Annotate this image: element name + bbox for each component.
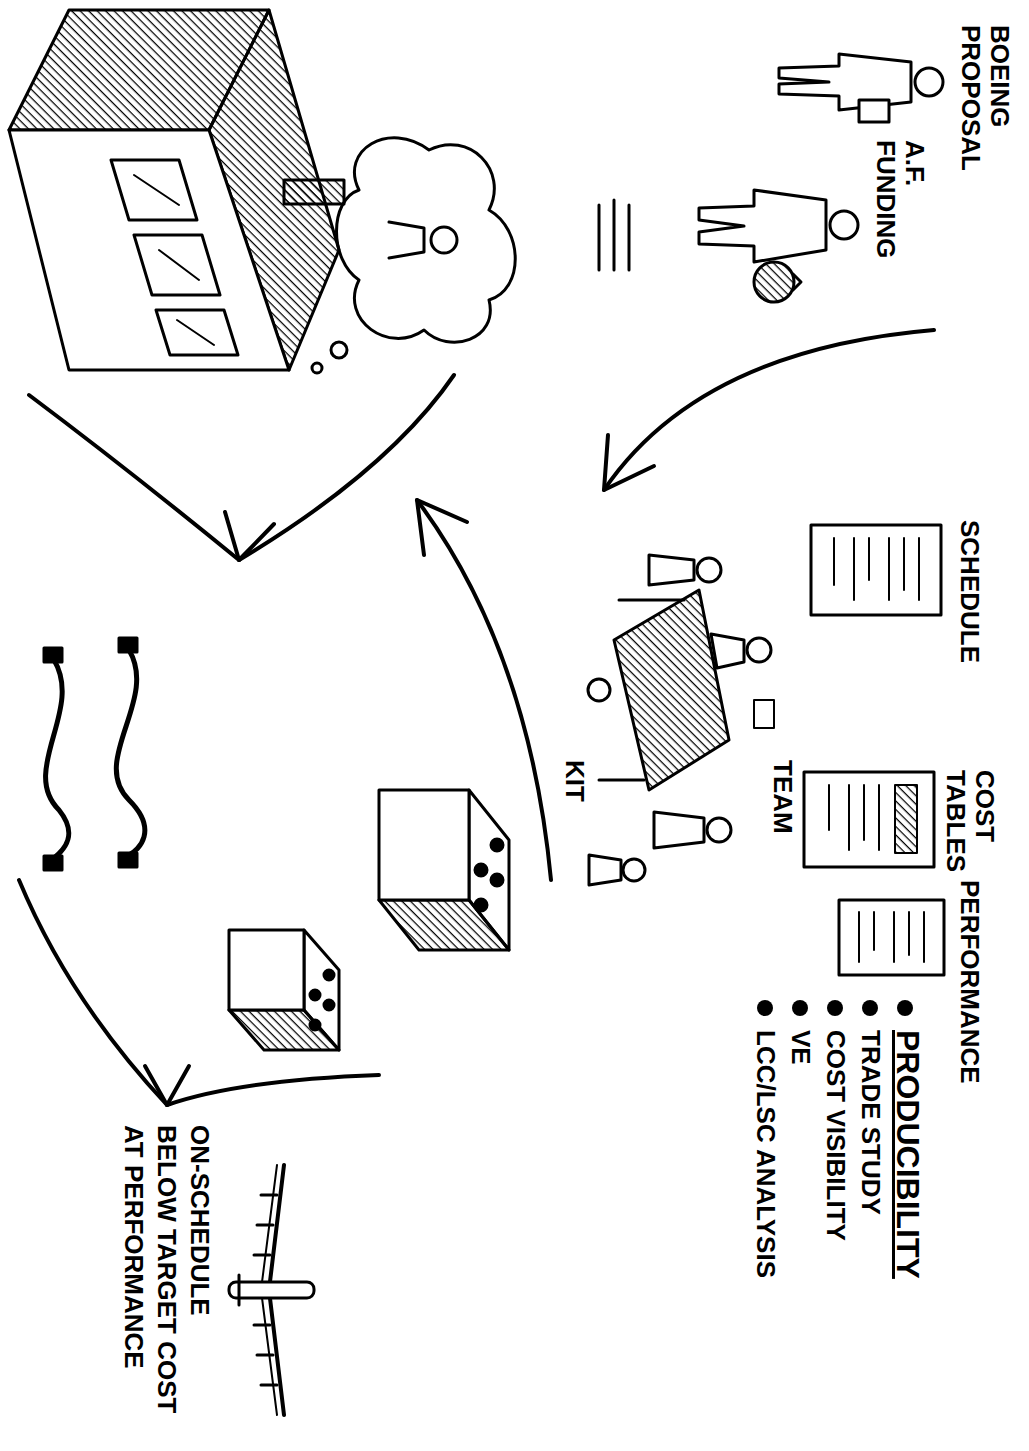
- cabinet-side: [9, 10, 269, 130]
- bullet: [862, 1000, 878, 1016]
- list-item: TRADE STUDY: [856, 1030, 885, 1215]
- team-member-body: [654, 812, 704, 848]
- cable: [46, 660, 69, 858]
- bullet: [792, 1000, 808, 1016]
- performance-document: [839, 900, 944, 975]
- team-member-body: [589, 855, 621, 885]
- person-head: [915, 68, 943, 96]
- held-paper: [754, 700, 774, 728]
- speed-line: [628, 205, 631, 270]
- document-label: COST TABLES: [942, 770, 999, 872]
- person-head: [830, 211, 858, 239]
- list-item: VE: [786, 1030, 815, 1065]
- person-body: [779, 54, 911, 110]
- cabinet-screen: [134, 235, 220, 295]
- stage-label: A.F. FUNDING: [872, 140, 929, 258]
- team-table: [614, 590, 729, 790]
- cabinet-front: [9, 130, 289, 370]
- document-label: SCHEDULE: [955, 520, 984, 663]
- kit-box-side: [379, 900, 509, 950]
- designer-body: [389, 222, 424, 258]
- document-lines: [834, 538, 919, 600]
- connector-dot: [491, 874, 503, 886]
- team-member-head: [747, 638, 771, 662]
- arrow-head: [225, 512, 274, 560]
- kit-box-front: [229, 930, 304, 1010]
- designer-head: [431, 227, 457, 253]
- team-member-body: [649, 555, 694, 585]
- outcome-text: ON-SCHEDULE: [185, 1125, 214, 1316]
- connector-dot: [491, 839, 503, 851]
- aircraft-fuselage: [229, 1282, 314, 1298]
- aircraft-tail: [238, 1275, 241, 1305]
- cable-plug: [44, 648, 62, 662]
- schedule-document: [811, 525, 941, 615]
- arrow-head: [145, 1066, 189, 1105]
- flow-arrow: [604, 330, 934, 490]
- stage-label: BOEING PROPOSAL: [957, 25, 1014, 171]
- connector-dot: [324, 1000, 334, 1010]
- outcome-text: AT PERFORMANCE: [119, 1125, 148, 1369]
- cable-plug: [119, 853, 137, 867]
- outcome-text: BELOW TARGET COST: [152, 1125, 181, 1413]
- team-member-body: [711, 634, 744, 668]
- document-lines: [859, 912, 924, 962]
- list-item: COST VISIBILITY: [821, 1030, 850, 1241]
- list-heading: PRODUCIBILITY: [890, 1030, 925, 1279]
- thought-bubble: [312, 363, 322, 373]
- table-leg: [599, 600, 684, 780]
- speed-line: [613, 200, 616, 270]
- connector-dot: [310, 990, 320, 1000]
- flow-arrow: [19, 880, 167, 1105]
- arrow-head: [604, 435, 654, 490]
- connector-dot: [475, 864, 487, 876]
- cabinet-screen: [111, 160, 197, 220]
- kit-box-side: [229, 1010, 339, 1050]
- money-bag: [754, 262, 794, 302]
- bullet: [827, 1000, 843, 1016]
- cable-plug: [44, 856, 62, 870]
- proposal-paper: [859, 100, 889, 122]
- connector-dot: [324, 970, 334, 980]
- flow-arrow: [167, 1075, 379, 1105]
- arrow-head: [417, 500, 467, 555]
- document-lines: [829, 785, 879, 850]
- bullet: [897, 1000, 913, 1016]
- stage-label: KIT: [560, 760, 589, 802]
- cable-plug: [119, 638, 137, 652]
- list-item: LCC/LSC ANALYSIS: [751, 1030, 780, 1278]
- cost-table: [895, 785, 917, 853]
- document-label: PERFORMANCE: [955, 880, 984, 1084]
- cable: [116, 650, 145, 855]
- thought-bubble: [331, 342, 347, 358]
- person-body: [699, 190, 826, 262]
- flow-arrow: [29, 395, 239, 560]
- team-member-head: [588, 679, 610, 701]
- money-bag-tie: [793, 274, 801, 290]
- speed-line: [598, 205, 601, 270]
- connector-dot: [475, 899, 487, 911]
- team-member-head: [623, 859, 645, 881]
- thought-cloud: [337, 138, 516, 342]
- connector-dot: [310, 1020, 320, 1030]
- stage-label: TEAM: [768, 760, 797, 834]
- team-member-head: [707, 818, 731, 842]
- screen-glint: [134, 175, 214, 345]
- team-member-head: [697, 558, 721, 582]
- engine-pod: [254, 1195, 277, 1385]
- cost-tables-document: [804, 772, 934, 867]
- kit-box-front: [379, 790, 469, 900]
- bullet: [757, 1000, 773, 1016]
